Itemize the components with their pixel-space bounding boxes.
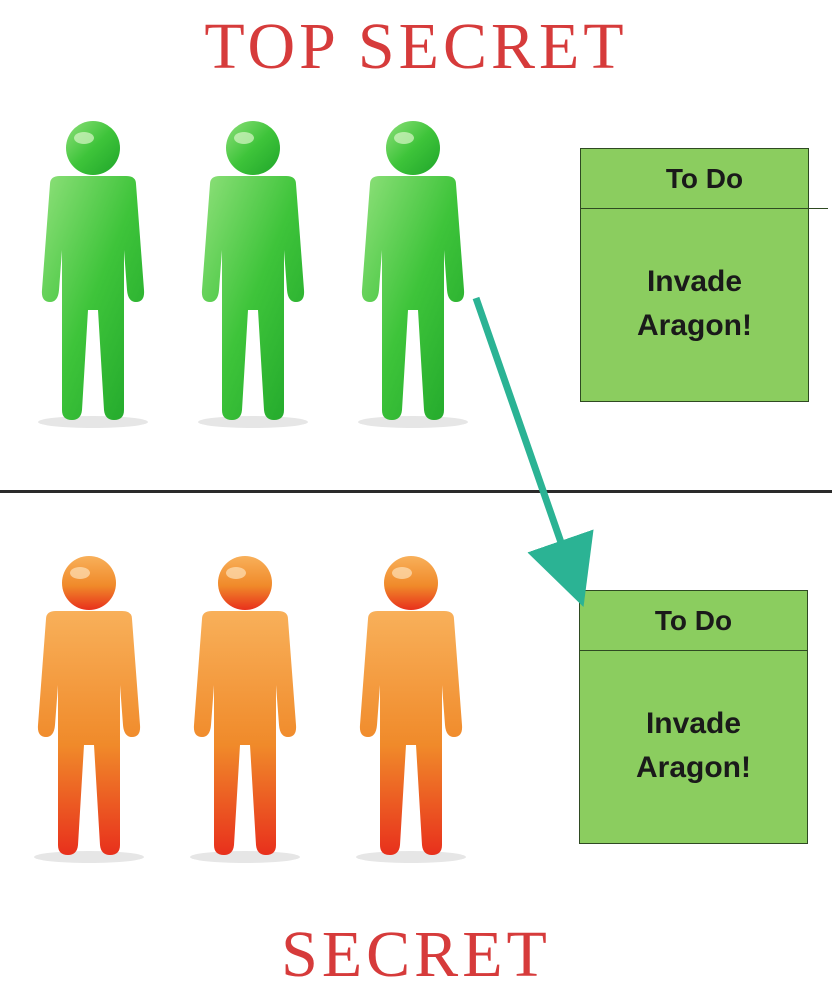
orange-person-figure-2 [180,555,310,865]
note-body-line-1: Invade [646,265,743,298]
note-body: Invade Aragon! [580,651,807,841]
orange-person-figure-1 [24,555,154,865]
classification-divider [0,490,832,493]
green-person-figure-2 [188,120,318,430]
top-todo-note: To Do Invade Aragon! [580,148,828,402]
note-body-line-1: Invade [645,707,742,740]
note-header: To Do [580,591,807,651]
note-header: To Do [581,149,828,209]
green-person-figure-3 [348,120,478,430]
note-body-line-2: Aragon! [637,309,752,342]
green-person-figure-1 [28,120,158,430]
orange-person-figure-3 [346,555,476,865]
secret-label: SECRET [281,918,551,991]
top-secret-label: TOP SECRET [204,10,628,83]
note-body-line-2: Aragon! [636,751,751,784]
note-body: Invade Aragon! [581,209,808,399]
bottom-todo-note: To Do Invade Aragon! [579,590,808,844]
